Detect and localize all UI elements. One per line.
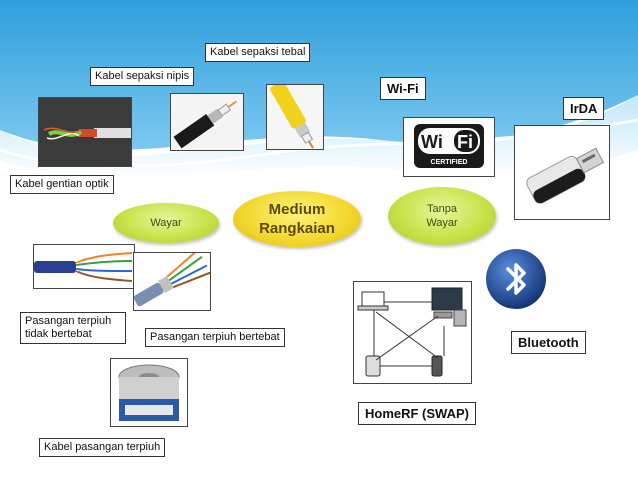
thick-coax-image — [266, 84, 324, 150]
phone-icon — [431, 355, 443, 377]
homerf-label: HomeRF (SWAP) — [358, 402, 476, 425]
center-node: Medium Rangkaian — [233, 191, 361, 247]
irda-adapter-image — [514, 125, 610, 220]
twisted-pair-roll-image — [110, 358, 188, 427]
wifi-logo-word-right: Fi — [457, 132, 473, 152]
fiber-optic-image — [38, 97, 132, 167]
wireless-branch-label: Tanpa Wayar — [426, 203, 458, 229]
bluetooth-logo — [484, 247, 548, 311]
wifi-label: Wi-Fi — [380, 77, 426, 100]
wifi-logo: Wi Fi CERTIFIED — [403, 117, 495, 177]
irda-label: IrDA — [563, 97, 605, 120]
utp-label: Pasangan terpiuh tidak bertebat — [20, 312, 126, 344]
desktop-monitor-icon — [431, 287, 463, 311]
twisted-pair-roll-label: Kabel pasangan terpiuh — [39, 438, 166, 457]
thick-coax-label: Kabel sepaksi tebal — [205, 43, 311, 62]
wireless-branch: Tanpa Wayar — [388, 187, 496, 245]
center-node-title: Medium Rangkaian — [259, 201, 335, 237]
wifi-logo-word-left: Wi — [421, 132, 443, 152]
stp-cable-image — [133, 252, 211, 311]
wifi-logo-certified: CERTIFIED — [431, 159, 468, 166]
utp-cable-image — [33, 244, 135, 289]
stp-label: Pasangan terpiuh bertebat — [145, 328, 285, 347]
fiber-optic-label: Kabel gentian optik — [10, 175, 114, 194]
laptop-icon — [361, 291, 385, 307]
wired-branch-label: Wayar — [150, 217, 182, 229]
homerf-network-diagram — [353, 281, 472, 384]
bluetooth-label: Bluetooth — [511, 331, 586, 354]
thin-coax-label: Kabel sepaksi nipis — [90, 67, 195, 86]
thin-coax-image — [170, 93, 244, 151]
wired-branch: Wayar — [113, 203, 219, 243]
